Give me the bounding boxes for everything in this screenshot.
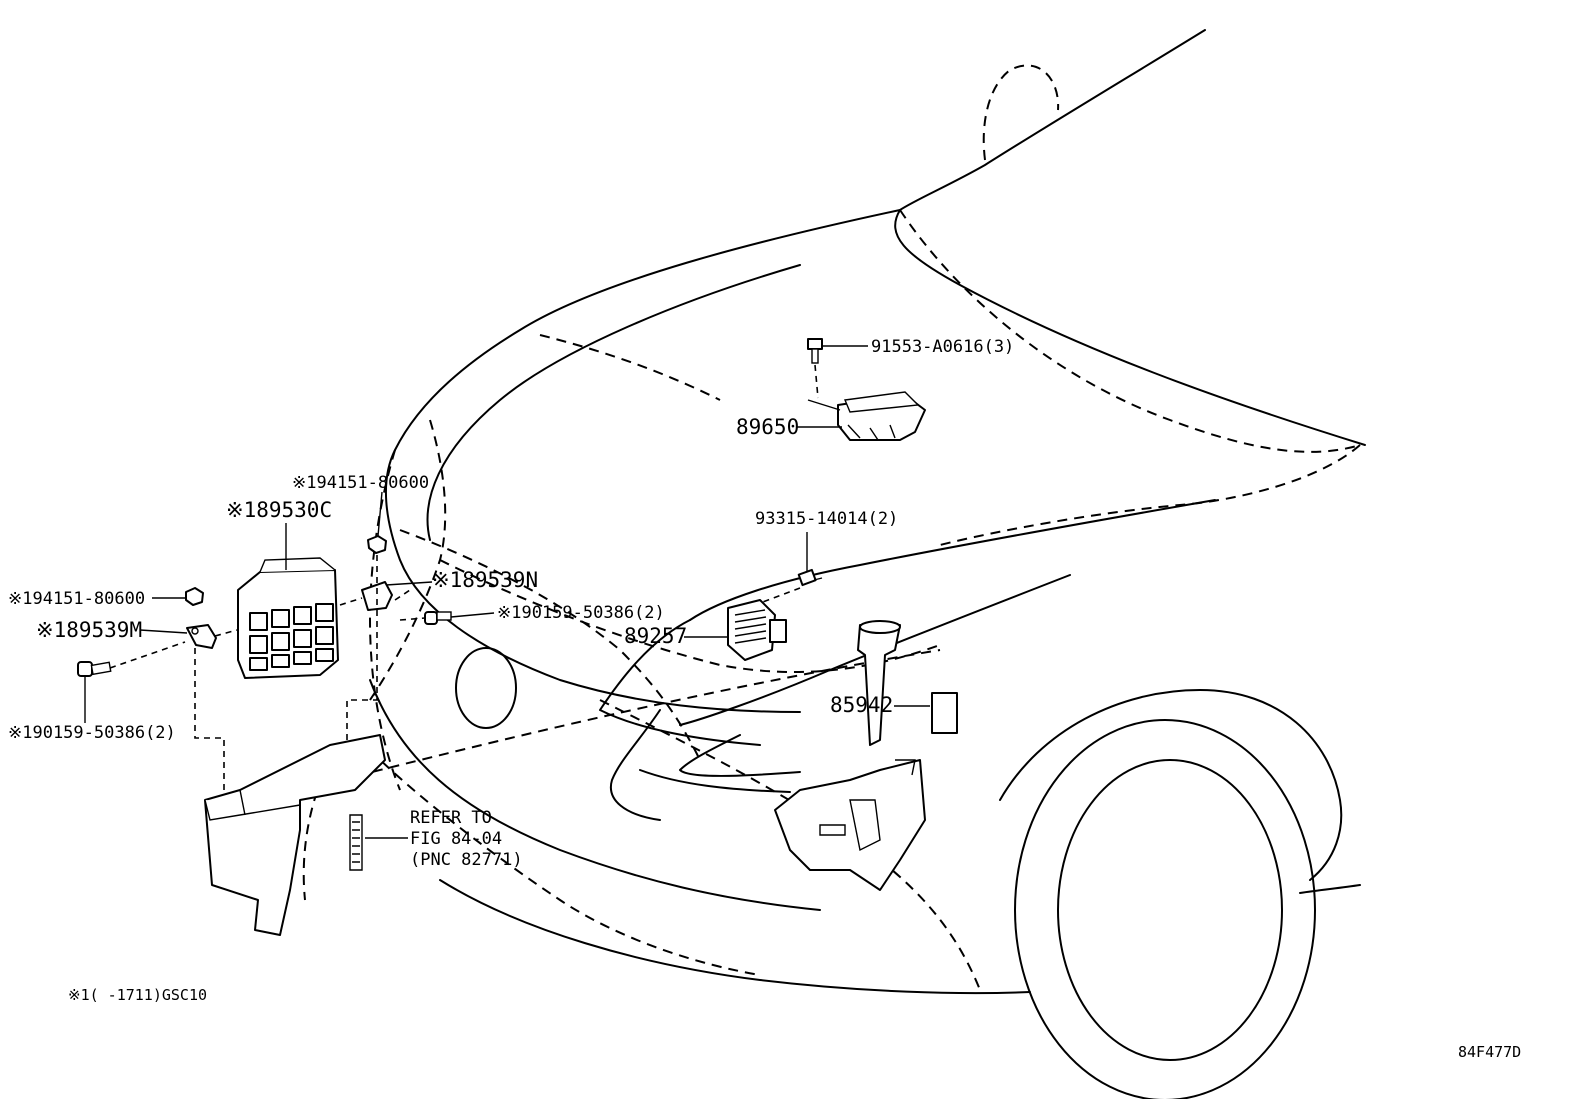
label-89539m[interactable]: ※189539M [36,618,142,642]
bolt-90159-mid-icon [424,611,452,625]
label-94151-80600-top[interactable]: ※194151-80600 [292,473,429,493]
part-89530c-ecu[interactable] [237,557,339,679]
part-89650-module[interactable] [807,391,926,441]
nut-94151-left-icon [185,587,204,606]
footnote: ※1( -1711)GSC10 [68,986,207,1004]
part-89257-sensor[interactable] [727,599,787,661]
label-89650[interactable]: 89650 [736,415,799,439]
label-90159-50386-left[interactable]: ※190159-50386(2) [8,723,176,743]
refer-line-1: REFER TO [410,808,492,828]
part-89539n-bracket[interactable] [361,581,393,611]
label-85942[interactable]: 85942 [830,693,893,717]
car-body-outline [369,29,1366,1099]
label-89539n[interactable]: ※189539N [432,568,538,592]
leader-lines [84,345,930,839]
refer-line-2[interactable]: FIG 84-04 [410,829,502,849]
bolt-90159-left-icon [77,661,112,677]
bolt-93315-icon [759,568,823,604]
label-91553-a0616[interactable]: 91553-A0616(3) [871,337,1014,357]
nut-94151-top-icon [367,535,387,554]
refer-line-3: (PNC 82771) [410,850,523,870]
label-90159-50386-mid[interactable]: ※190159-50386(2) [497,603,665,623]
figure-id: 84F477D [1458,1043,1521,1061]
label-89530c[interactable]: ※189530C [226,498,332,522]
part-89539m-bracket[interactable] [186,624,217,649]
label-94151-80600-left[interactable]: ※194151-80600 [8,589,145,609]
ecu-connector-grid [249,603,334,671]
ecu-tray [204,734,386,936]
bolt-91553-icon [807,338,823,399]
label-89257[interactable]: 89257 [624,624,687,648]
part-85942-washer-tank[interactable] [774,620,958,891]
label-93315-14014[interactable]: 93315-14014(2) [755,509,898,529]
assembly-dashed-lines [109,555,426,790]
